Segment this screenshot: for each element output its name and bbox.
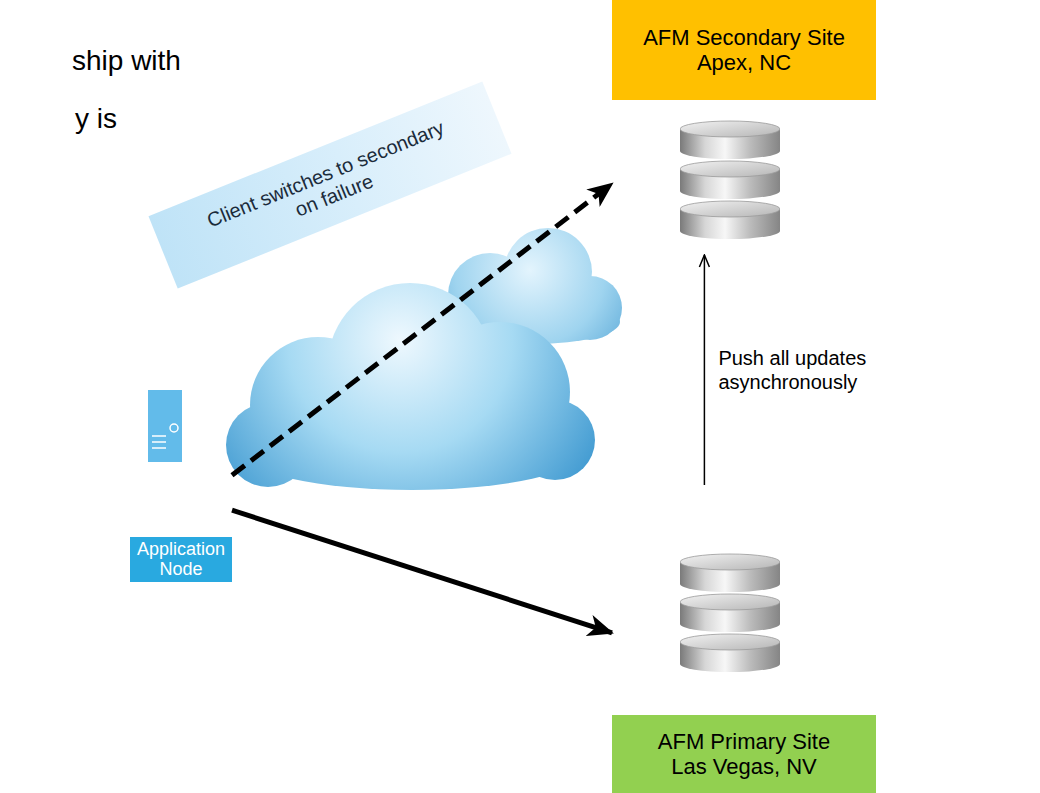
- node-text: AFM Primary Site: [658, 729, 830, 754]
- node-text: Apex, NC: [697, 50, 791, 75]
- server-body: [148, 390, 182, 462]
- site-box-face: AFM Primary SiteLas Vegas, NV: [612, 715, 876, 793]
- cloud-front: [226, 283, 595, 490]
- slide-text: y is: [75, 103, 117, 135]
- application-node-face: Application Node: [130, 537, 232, 582]
- connector-arrow: [232, 510, 612, 633]
- database-icon: [680, 554, 780, 672]
- server-slot: [152, 441, 166, 443]
- server-led: [170, 424, 178, 432]
- server-slot: [152, 435, 166, 437]
- site-box: AFM Secondary SiteApex, NC: [612, 0, 876, 255]
- server-icon: [148, 390, 182, 462]
- callout-banner-face: Client switches to secondary on failure: [148, 81, 511, 288]
- edge-label: Push all updates asynchronously: [718, 346, 878, 394]
- application-node: Application Node: [130, 388, 232, 582]
- site-box-face: AFM Secondary SiteApex, NC: [612, 0, 876, 100]
- site-box: AFM Primary SiteLas Vegas, NV: [612, 485, 876, 793]
- database-icon: [680, 121, 780, 239]
- node-text: Application Node: [133, 539, 229, 580]
- server-slot: [152, 447, 166, 449]
- slide-text: ship with: [72, 45, 181, 77]
- connector-arrow: [704, 255, 706, 485]
- callout-banner: Client switches to secondary on failure: [148, 81, 511, 288]
- node-text: Client switches to secondary on failure: [192, 111, 469, 259]
- node-text: AFM Secondary Site: [643, 25, 845, 50]
- node-text: Las Vegas, NV: [671, 754, 817, 779]
